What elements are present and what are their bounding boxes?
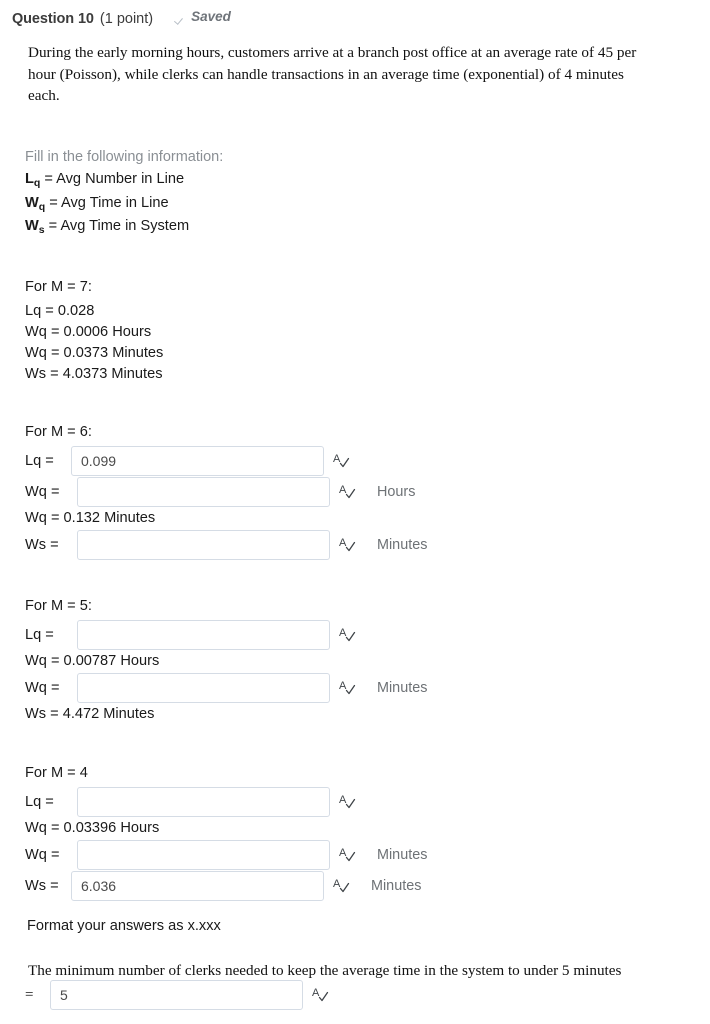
answer-input[interactable] [77,673,330,703]
static-value-row: Ws = 4.0373 Minutes [25,366,163,382]
svg-text:A: A [339,627,347,639]
static-value-row: Wq = 0.0006 Hours [25,324,152,340]
svg-text:A: A [339,794,347,806]
field-label: Wq = [25,484,60,500]
svg-text:A: A [333,453,341,465]
legend-line: Ws = Avg Time in System [25,218,190,237]
static-value-row: Wq = 0.0373 Minutes [25,345,164,361]
question-points: (1 point) [99,10,154,27]
answer-block: For M = 6: Lq = A Wq = A Hours Wq = 0.132 Minu… [25,422,427,561]
legend-block: Fill in the following information: Lq = … [25,146,223,239]
question-prompt: During the early morning hours, customer… [28,44,637,104]
equals-sign: = [25,986,34,1003]
block-title: For M = 4 [25,765,88,781]
spellcheck-icon[interactable]: A [339,792,357,812]
final-answer-input[interactable] [50,980,303,1010]
spellcheck-icon[interactable]: A [339,678,357,698]
answer-input[interactable] [71,446,324,476]
static-value-row: Wq = 0.00787 Hours [25,653,160,669]
unit-label: Hours [377,484,416,500]
spellcheck-icon[interactable]: A [339,625,357,645]
legend-line: Lq = Avg Number in Line [25,171,185,190]
field-label: Lq = [25,453,54,469]
answer-input[interactable] [71,871,324,901]
answer-input[interactable] [77,530,330,560]
format-note: Format your answers as x.xxx [27,918,221,934]
input-field-row: Ws = A Minutes [25,871,427,901]
final-answer-row: = A [25,980,330,1010]
static-value-row: Wq = 0.03396 Hours [25,820,160,836]
unit-label: Minutes [377,537,428,553]
block-title: For M = 6: [25,424,92,440]
block-title: For M = 5: [25,598,92,614]
answer-block: For M = 4 Lq = A Wq = 0.03396 Hours Wq = A Min… [25,763,427,902]
svg-text:A: A [339,484,347,496]
spellcheck-icon[interactable]: A [333,451,351,471]
static-value-row: Wq = 0.132 Minutes [25,510,156,526]
input-field-row: Lq = A [25,620,427,650]
legend-heading: Fill in the following information: [25,149,224,165]
svg-text:A: A [339,537,347,549]
answer-block: For M = 7: Lq = 0.028 Wq = 0.0006 Hours Wq … [25,277,163,385]
input-field-row: Ws = A Minutes [25,530,427,560]
unit-label: Minutes [377,847,428,863]
answer-input[interactable] [77,477,330,507]
svg-text:A: A [339,680,347,692]
final-question-text: The minimum number of clerks needed to k… [28,962,622,979]
field-label: Wq = [25,680,60,696]
input-field-row: Wq = A Hours [25,477,427,507]
question-header: Question 10 (1 point) Saved [12,8,231,28]
svg-text:A: A [339,847,347,859]
field-label: Lq = [25,794,54,810]
field-label: Wq = [25,847,60,863]
saved-label: Saved [191,9,231,24]
legend-line: Wq = Avg Time in Line [25,194,169,213]
block-title: For M = 7: [25,279,92,295]
static-value-row: Ws = 4.472 Minutes [25,706,155,722]
static-value-row: Lq = 0.028 [25,303,95,319]
answer-input[interactable] [77,840,330,870]
field-label: Lq = [25,627,54,643]
field-label: Ws = [25,537,59,553]
spellcheck-icon[interactable]: A [312,985,330,1005]
spellcheck-icon[interactable]: A [339,482,357,502]
field-label: Ws = [25,878,59,894]
check-icon [175,12,186,23]
answer-input[interactable] [77,620,330,650]
input-field-row: Lq = A [25,787,427,817]
svg-text:A: A [312,987,320,999]
spellcheck-icon[interactable]: A [339,535,357,555]
spellcheck-icon[interactable]: A [339,845,357,865]
input-field-row: Wq = A Minutes [25,673,427,703]
unit-label: Minutes [377,680,428,696]
spellcheck-icon[interactable]: A [333,876,351,896]
legend-lines: Lq = Avg Number in Line Wq = Avg Time in … [25,168,223,238]
input-field-row: Lq = A [25,446,427,476]
answer-block: For M = 5: Lq = A Wq = 0.00787 Hours Wq = A Mi… [25,596,427,725]
page-title: Question 10 [12,10,94,27]
unit-label: Minutes [371,878,422,894]
svg-text:A: A [333,878,341,890]
input-field-row: Wq = A Minutes [25,840,427,870]
saved-status: Saved [175,8,231,26]
answer-input[interactable] [77,787,330,817]
